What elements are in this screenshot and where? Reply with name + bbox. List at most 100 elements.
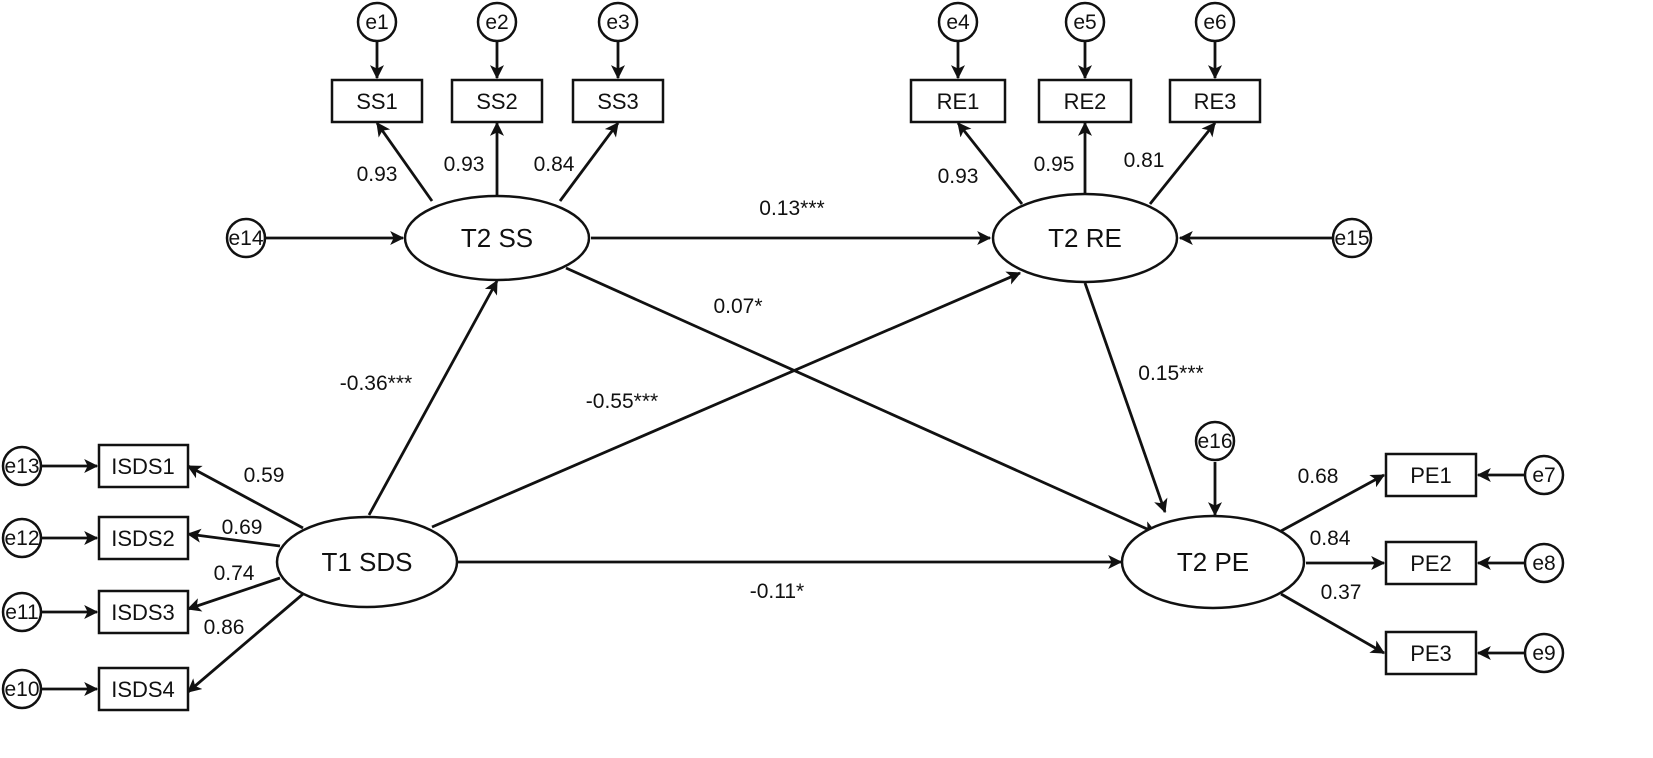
indicator-isds1: ISDS1 bbox=[97, 443, 190, 489]
error-label-e5: e5 bbox=[1073, 11, 1096, 34]
latent-label-t2-pe: T2 PE bbox=[1177, 547, 1249, 577]
arrow-t2pe-pe1 bbox=[1280, 473, 1386, 533]
loading-pe2: 0.84 bbox=[1310, 527, 1351, 550]
loading-re2: 0.95 bbox=[1034, 153, 1075, 176]
indicator-ss2: SS2 bbox=[450, 78, 544, 124]
latent-t2-pe: T2 PE bbox=[1120, 514, 1306, 610]
indicator-ss3: SS3 bbox=[571, 78, 665, 124]
arrow-t1sds-isds4 bbox=[187, 592, 304, 694]
indicator-label-pe3: PE3 bbox=[1410, 641, 1452, 666]
indicator-label-re2: RE2 bbox=[1064, 89, 1107, 114]
loading-isds3: 0.74 bbox=[214, 562, 255, 585]
latent-t2-ss: T2 SS bbox=[403, 194, 591, 282]
error-label-e10: e10 bbox=[4, 678, 39, 701]
loading-ss2: 0.93 bbox=[444, 153, 485, 176]
error-node-e16: e16 bbox=[1194, 420, 1236, 462]
error-node-e7: e7 bbox=[1523, 454, 1565, 496]
error-node-e4: e4 bbox=[937, 1, 979, 43]
error-label-e2: e2 bbox=[485, 11, 508, 34]
indicator-label-pe2: PE2 bbox=[1410, 551, 1452, 576]
loading-re3: 0.81 bbox=[1124, 149, 1165, 172]
indicator-label-re3: RE3 bbox=[1194, 89, 1237, 114]
error-label-e3: e3 bbox=[606, 11, 629, 34]
loading-ss1: 0.93 bbox=[357, 163, 398, 186]
path-coef-sds-re: -0.55*** bbox=[586, 390, 658, 413]
error-node-e2: e2 bbox=[476, 1, 518, 43]
arrow-t2re-t2pe bbox=[1083, 282, 1168, 514]
indicator-re2: RE2 bbox=[1037, 78, 1133, 124]
error-label-e9: e9 bbox=[1532, 642, 1555, 665]
latent-t1-sds: T1 SDS bbox=[275, 515, 459, 609]
indicator-ss1: SS1 bbox=[330, 78, 424, 124]
arrow-t2re-re3 bbox=[1148, 122, 1217, 205]
arrow-t2ss-ss1 bbox=[375, 122, 434, 202]
error-label-e11: e11 bbox=[5, 601, 38, 624]
indicator-re1: RE1 bbox=[909, 78, 1007, 124]
arrow-t2re-re1 bbox=[956, 122, 1024, 205]
indicator-label-re1: RE1 bbox=[937, 89, 980, 114]
loading-isds2: 0.69 bbox=[222, 516, 263, 539]
error-label-e14: e14 bbox=[228, 227, 263, 250]
error-label-e8: e8 bbox=[1532, 552, 1555, 575]
error-node-e13: e13 bbox=[1, 445, 43, 487]
indicator-label-isds1: ISDS1 bbox=[111, 454, 175, 479]
indicator-pe2: PE2 bbox=[1384, 540, 1478, 586]
error-label-e4: e4 bbox=[946, 11, 970, 34]
loading-pe1: 0.68 bbox=[1298, 465, 1339, 488]
error-node-e12: e12 bbox=[1, 517, 43, 559]
path-coef-re-pe: 0.15*** bbox=[1138, 362, 1203, 385]
error-node-e1: e1 bbox=[356, 1, 398, 43]
loading-isds4: 0.86 bbox=[204, 616, 245, 639]
latent-label-t1-sds: T1 SDS bbox=[321, 547, 412, 577]
indicator-re3: RE3 bbox=[1168, 78, 1262, 124]
arrow-t2ss-ss3 bbox=[558, 122, 620, 202]
indicator-pe3: PE3 bbox=[1384, 630, 1478, 676]
path-coef-ss-pe: 0.07* bbox=[713, 295, 762, 318]
error-node-e15: e15 bbox=[1331, 217, 1373, 259]
arrow-t1sds-isds3 bbox=[186, 576, 281, 612]
error-label-e6: e6 bbox=[1203, 11, 1226, 34]
indicator-label-isds2: ISDS2 bbox=[111, 526, 175, 551]
loading-re1: 0.93 bbox=[938, 165, 979, 188]
latent-t2-re: T2 RE bbox=[991, 192, 1179, 284]
error-label-e13: e13 bbox=[4, 455, 39, 478]
error-label-e7: e7 bbox=[1532, 464, 1555, 487]
loading-pe3: 0.37 bbox=[1321, 581, 1362, 604]
latent-label-t2-ss: T2 SS bbox=[461, 223, 533, 253]
error-node-e8: e8 bbox=[1523, 542, 1565, 584]
indicator-isds3: ISDS3 bbox=[97, 589, 190, 635]
arrow-t1sds-isds2 bbox=[186, 528, 281, 548]
indicator-label-ss1: SS1 bbox=[356, 89, 398, 114]
error-label-e15: e15 bbox=[1334, 227, 1369, 250]
error-label-e12: e12 bbox=[4, 527, 39, 550]
error-node-e11: e11 bbox=[1, 591, 43, 633]
arrow-t1sds-t2ss bbox=[367, 279, 499, 516]
error-label-e16: e16 bbox=[1197, 430, 1232, 453]
indicator-label-ss3: SS3 bbox=[597, 89, 639, 114]
indicator-isds2: ISDS2 bbox=[97, 515, 190, 561]
error-node-e10: e10 bbox=[1, 668, 43, 710]
indicator-isds4: ISDS4 bbox=[97, 666, 190, 712]
indicator-label-isds4: ISDS4 bbox=[111, 677, 175, 702]
indicator-label-pe1: PE1 bbox=[1410, 463, 1452, 488]
error-node-e14: e14 bbox=[225, 217, 267, 259]
error-node-e3: e3 bbox=[597, 1, 639, 43]
error-node-e9: e9 bbox=[1523, 632, 1565, 674]
loading-isds1: 0.59 bbox=[244, 464, 285, 487]
arrow-t1sds-t2re bbox=[431, 271, 1022, 529]
arrow-t1sds-isds1 bbox=[186, 464, 304, 530]
path-coef-sds-ss: -0.36*** bbox=[340, 372, 412, 395]
path-coef-sds-pe: -0.11* bbox=[750, 580, 804, 603]
indicator-label-isds3: ISDS3 bbox=[111, 600, 175, 625]
arrow-t2pe-pe3 bbox=[1280, 592, 1386, 655]
indicator-pe1: PE1 bbox=[1384, 452, 1478, 498]
error-node-e6: e6 bbox=[1194, 1, 1236, 43]
error-node-e5: e5 bbox=[1064, 1, 1106, 43]
loading-ss3: 0.84 bbox=[534, 153, 575, 176]
path-coef-ss-re: 0.13*** bbox=[759, 197, 824, 220]
latent-label-t2-re: T2 RE bbox=[1048, 223, 1122, 253]
indicator-label-ss2: SS2 bbox=[476, 89, 518, 114]
arrow-t2ss-t2pe bbox=[565, 266, 1158, 535]
error-label-e1: e1 bbox=[365, 11, 388, 34]
